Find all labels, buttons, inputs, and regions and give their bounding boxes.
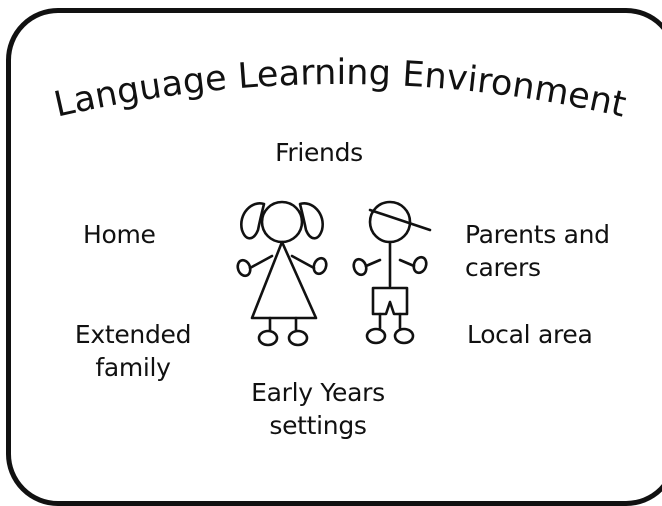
girl-foot-left: [257, 329, 279, 347]
label-parents-and-carers: Parents and carers: [465, 220, 610, 282]
girl-pigtail-left: [240, 202, 266, 240]
boy-cap-line: [368, 208, 432, 232]
boy-arm-right: [398, 258, 416, 268]
girl-dress: [250, 240, 318, 320]
boy-hand-left: [352, 257, 368, 277]
girl-foot-right: [287, 329, 309, 347]
girl-head: [260, 200, 304, 244]
label-friends: Friends: [275, 138, 363, 167]
title-container: Language Learning Environment: [50, 53, 629, 126]
girl-arm-right: [290, 254, 316, 270]
girl-arm-left: [248, 254, 274, 270]
label-extended-family: Extended family: [74, 320, 192, 382]
girl-pigtail-right: [298, 202, 324, 240]
boy-figure-icon: [352, 200, 432, 345]
boy-hand-right: [412, 255, 428, 275]
girl-hand-left: [236, 258, 252, 278]
boy-arm-left: [364, 258, 382, 268]
children-figures: [236, 200, 432, 347]
label-home: Home: [83, 220, 156, 249]
diagram-title: Language Learning Environment: [50, 53, 629, 126]
boy-foot-right: [393, 327, 415, 345]
girl-hand-right: [312, 256, 328, 276]
girl-figure-icon: [236, 200, 328, 347]
label-early-years-settings: Early Years settings: [251, 378, 385, 440]
boy-shorts: [371, 286, 409, 316]
diagram-title-text: Language Learning Environment: [50, 53, 629, 126]
boy-foot-left: [365, 327, 387, 345]
label-local-area: Local area: [467, 320, 593, 349]
